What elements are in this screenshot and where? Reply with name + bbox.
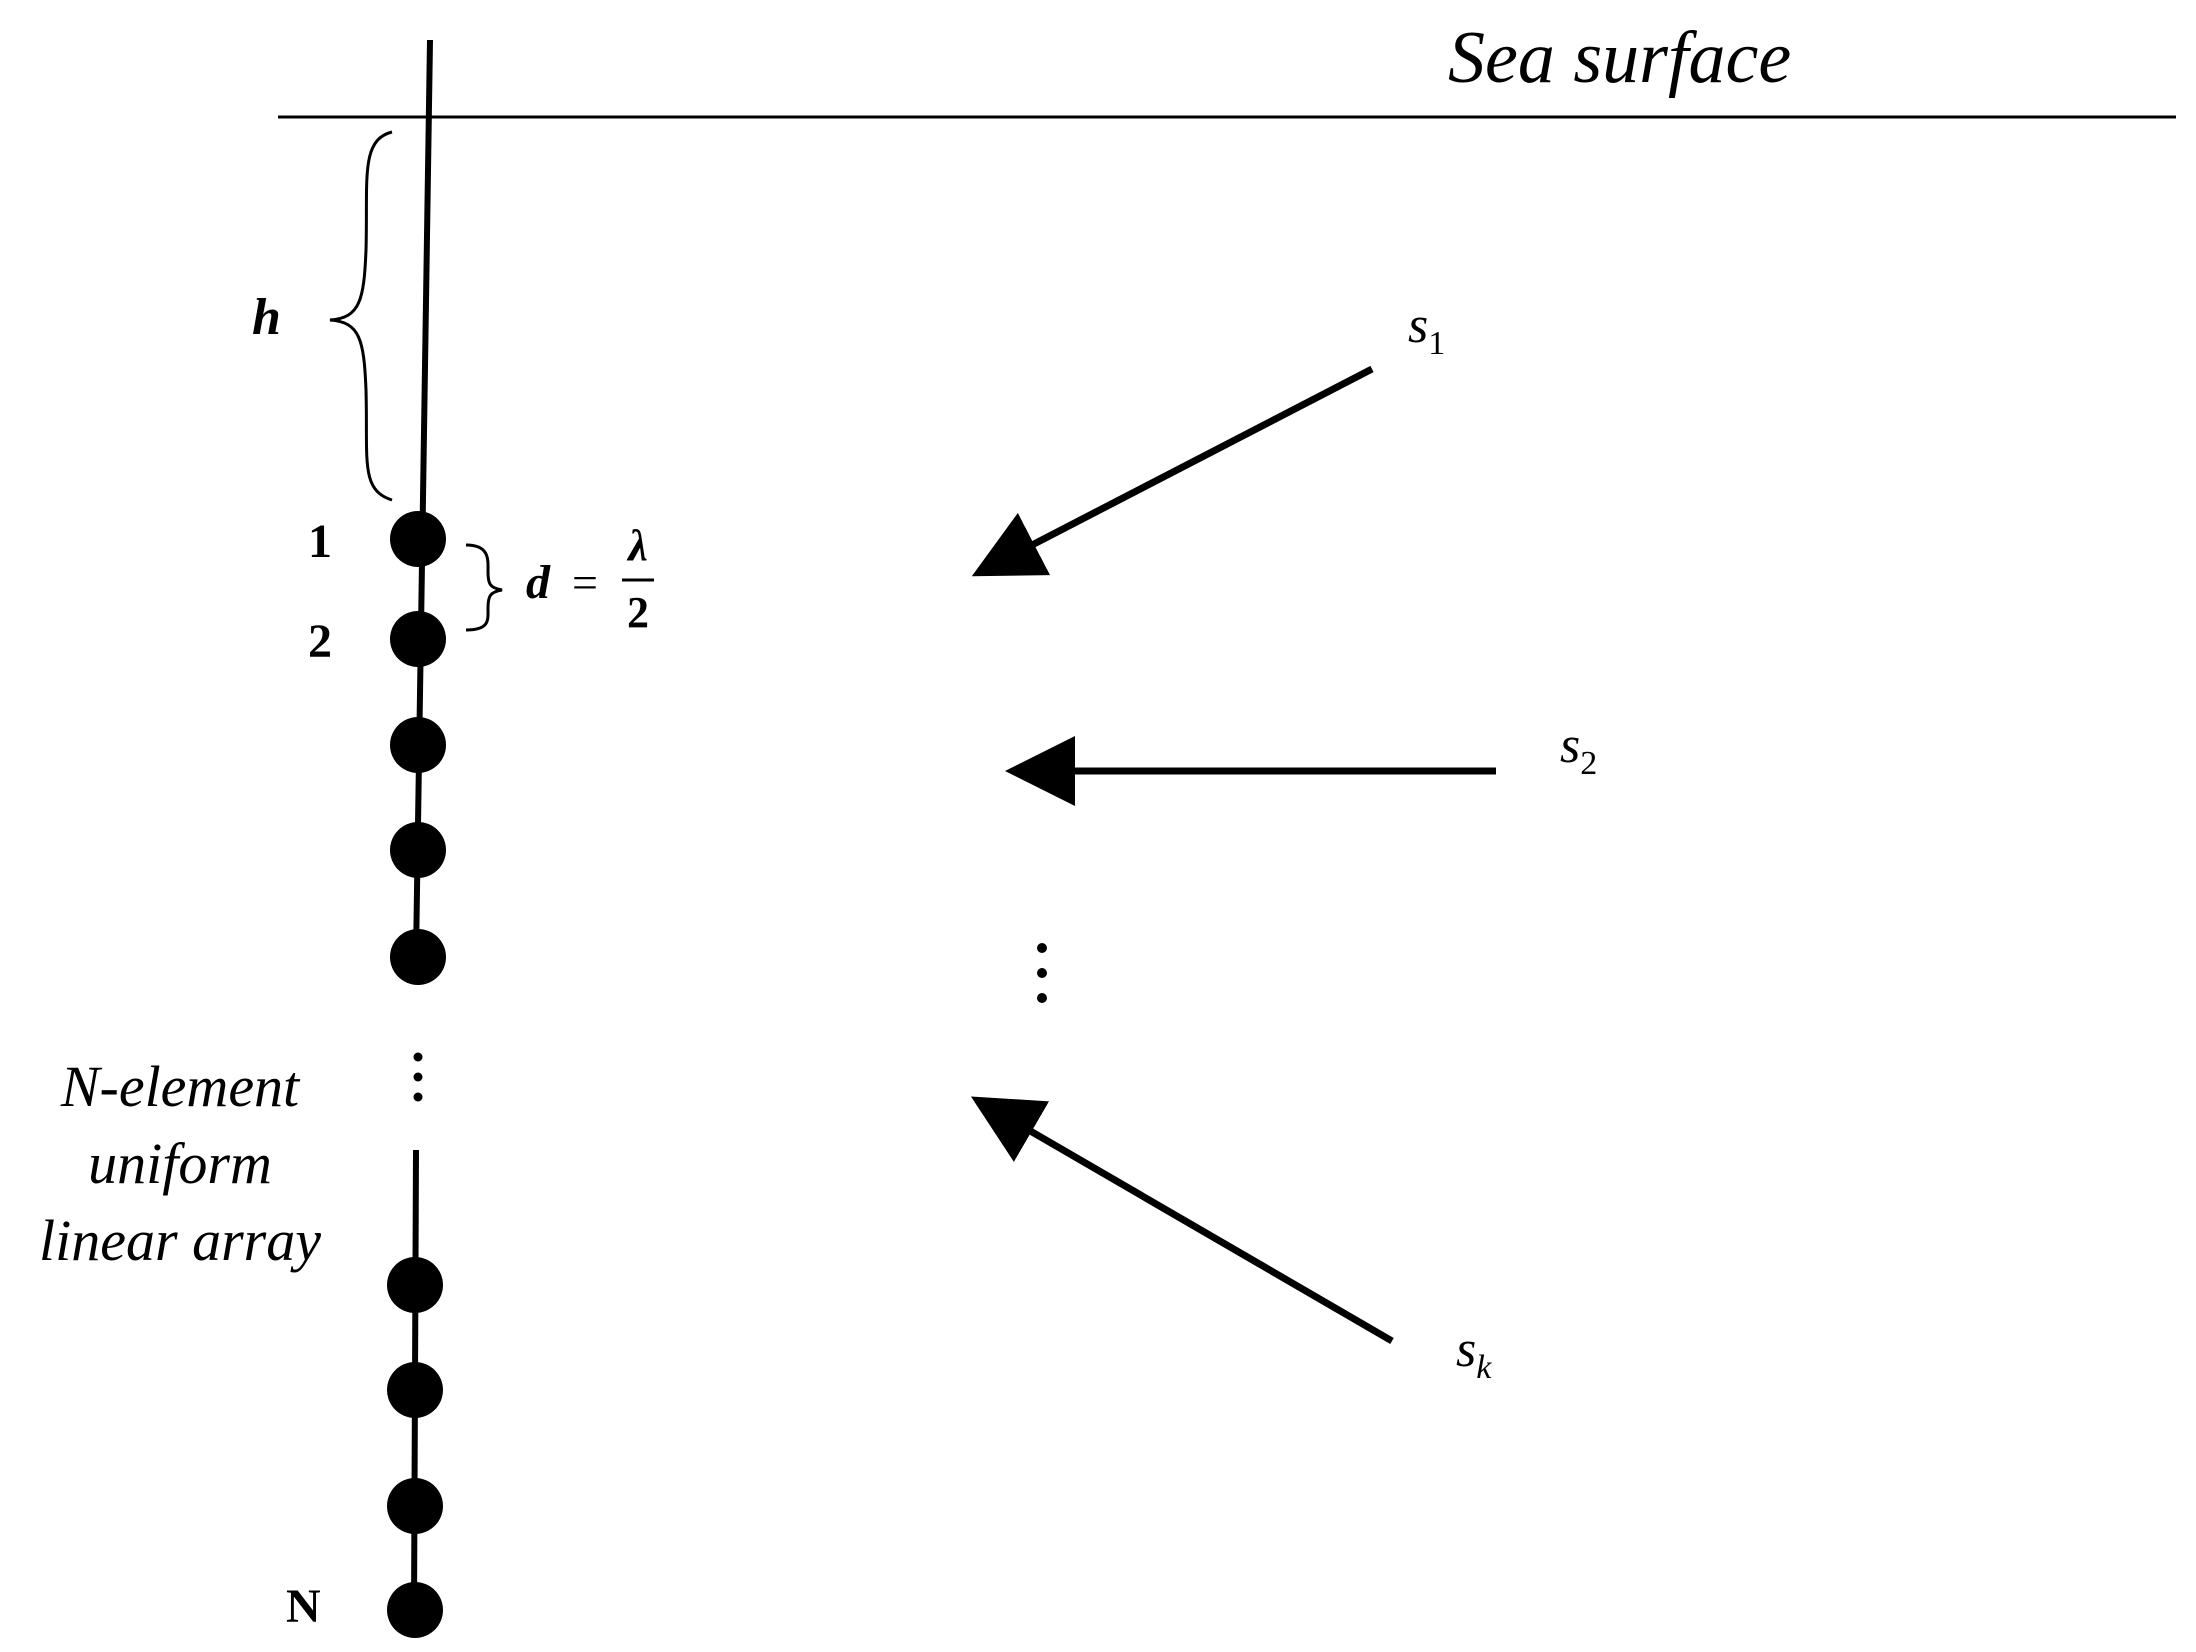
array-element-1: [390, 511, 446, 567]
array-element-3: [390, 717, 446, 773]
spacing-formula: d = λ 2: [526, 521, 654, 637]
element-label-n: N: [286, 1580, 321, 1633]
source-1-label: s1: [1408, 297, 1445, 362]
spacing-brace: [465, 543, 503, 632]
array-caption-line-3: linear array: [39, 1208, 321, 1273]
array-element-n-1: [387, 1478, 443, 1534]
array-element-n-2: [387, 1362, 443, 1418]
element-label-1: 1: [308, 515, 332, 568]
array-cable-upper: [413, 39, 433, 956]
sea-surface-label: Sea surface: [1448, 17, 1791, 99]
depth-label: h: [252, 289, 281, 346]
array-caption-line-2: uniform: [88, 1131, 272, 1196]
array-element-n-3: [387, 1257, 443, 1313]
spacing-variable: d: [526, 556, 551, 609]
array-ellipsis: [413, 1052, 423, 1102]
source-2-label: s2: [1560, 717, 1597, 782]
element-label-2: 2: [308, 615, 332, 668]
source-k-arrow: [970, 1096, 1394, 1345]
array-caption: N-element uniform linear array: [39, 1054, 321, 1273]
array-caption-line-1: N-element: [60, 1054, 301, 1119]
spacing-denominator: 2: [627, 588, 649, 637]
spacing-numerator: λ: [626, 521, 648, 570]
source-1-arrow: [971, 365, 1374, 577]
array-element-5: [390, 929, 446, 985]
spacing-equals: =: [572, 557, 598, 608]
source-ellipsis: [1037, 943, 1047, 1003]
array-element-n: [387, 1582, 443, 1638]
array-element-2: [390, 611, 446, 667]
depth-brace: [329, 130, 393, 502]
source-k-label: sk: [1456, 1321, 1492, 1386]
array-element-4: [390, 822, 446, 878]
